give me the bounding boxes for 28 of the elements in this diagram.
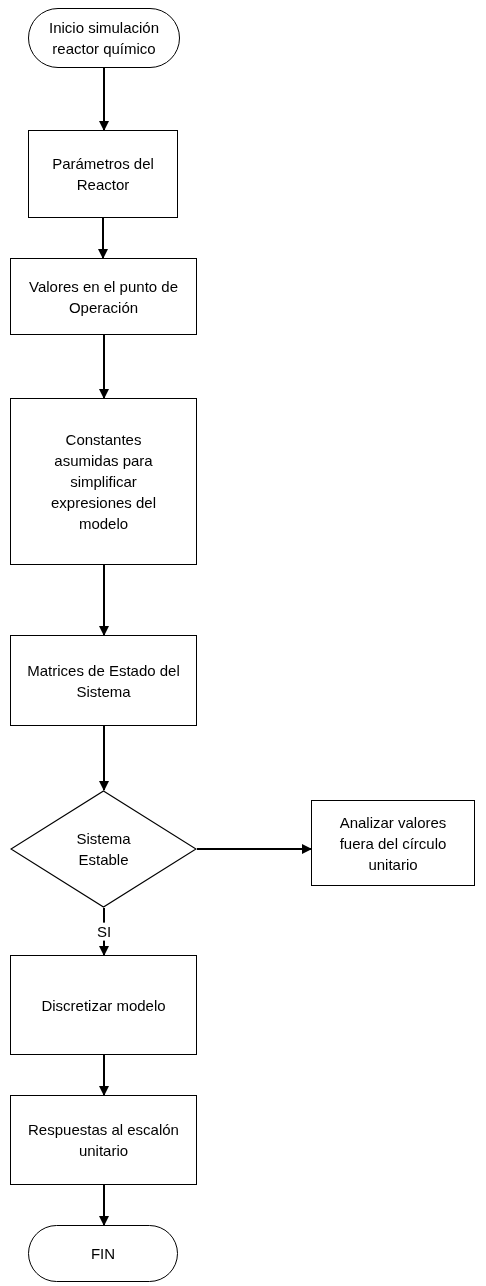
process-box — [10, 635, 197, 726]
arrow — [99, 67, 109, 131]
arrow — [98, 217, 108, 259]
process-box — [28, 130, 178, 218]
arrow — [99, 334, 109, 399]
process-box — [311, 800, 475, 886]
process-box — [10, 1095, 197, 1185]
arrow — [99, 1184, 109, 1226]
node-label: Discretizar modelo — [41, 995, 166, 1016]
decision-diamond — [10, 790, 197, 908]
node-label: Sistema Estable — [75, 829, 132, 870]
process-box — [10, 398, 197, 565]
node-label: Parámetros del Reactor — [51, 154, 155, 195]
arrow — [99, 725, 109, 791]
node-label: Respuestas al escalón unitario — [27, 1120, 180, 1161]
node-label: FIN — [90, 1244, 116, 1264]
node-label: Analizar valores fuera del círculo unitario — [338, 812, 448, 875]
node-label: Inicio simulación reactor químico — [47, 18, 160, 59]
node-label: Matrices de Estado del Sistema — [26, 660, 181, 702]
node-label: Constantes asumidas para simplificar expresiones del modelo — [49, 430, 158, 534]
arrow — [99, 1054, 109, 1096]
arrow — [196, 844, 312, 854]
process-box — [10, 258, 197, 335]
terminator-shape — [28, 1225, 178, 1282]
process-box — [10, 955, 197, 1055]
node-label: Valores en el punto de Operación — [28, 276, 179, 318]
arrow — [99, 564, 109, 636]
terminator-shape — [28, 8, 180, 68]
